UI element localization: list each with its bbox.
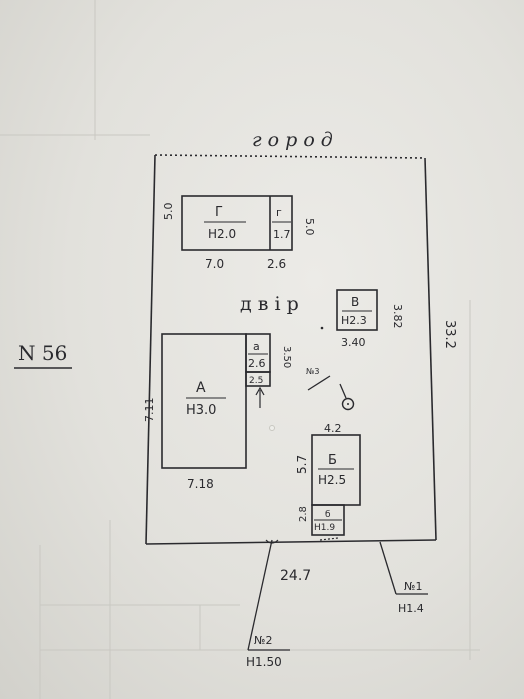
- building-g-small-letter: г: [276, 206, 282, 219]
- annex-a1-code: 2.5: [249, 376, 263, 386]
- dot-marker: [320, 326, 324, 330]
- building-b: 4.2 5.7 Б Н2.5 б Н1.9 2.8: [295, 422, 361, 541]
- yard-label: д в і р: [240, 293, 299, 315]
- building-v-length: 3.40: [341, 336, 366, 349]
- building-g-small-length: 2.6: [267, 257, 286, 271]
- annex-b-letter: б: [325, 510, 331, 520]
- building-g-length: 7.0: [205, 257, 224, 271]
- point-1-label: №1: [404, 580, 422, 593]
- point-2-code: Н1.50: [246, 655, 282, 669]
- building-g-width: 5.0: [162, 203, 175, 221]
- building-g: Г Н2.0 7.0 5.0 г 1.7 2.6 5.0: [162, 195, 316, 271]
- annex-a-letter: а: [253, 340, 260, 353]
- building-b-code: Н2.5: [318, 473, 346, 487]
- annex-b-width: 2.8: [298, 506, 309, 522]
- sheet-number: N 56: [18, 341, 67, 365]
- paper-mark: [269, 425, 275, 431]
- building-g-small-code: 1.7: [273, 228, 291, 241]
- point-2-label: №2: [254, 634, 272, 647]
- building-v-letter: В: [351, 295, 359, 309]
- building-v-code: Н2.3: [341, 314, 367, 327]
- building-g-code: Н2.0: [208, 227, 236, 241]
- front-width-label: 24.7: [280, 568, 311, 584]
- building-v: В Н2.3 3.40 3.82: [336, 289, 404, 349]
- right-depth-label: 33.2: [442, 320, 457, 349]
- building-v-width: 3.82: [391, 304, 404, 329]
- annex-a-width: 3.50: [281, 346, 292, 368]
- annex-b-code: Н1.9: [314, 523, 335, 533]
- well-label: №3: [306, 367, 319, 376]
- garden-label: г о р о д: [252, 129, 333, 151]
- plot-boundary: [145, 154, 437, 545]
- left-depth-label: 7.11: [143, 398, 156, 423]
- building-b-width: 5.7: [295, 455, 309, 474]
- building-a-length: 7.18: [187, 477, 214, 491]
- building-g-letter: Г: [215, 205, 223, 220]
- measure-point-2: №2 Н1.50: [246, 539, 290, 669]
- annex-a-code: 2.6: [248, 357, 266, 370]
- building-b-length: 4.2: [324, 422, 342, 435]
- well: №3: [306, 367, 355, 411]
- building-g-small-width: 5.0: [303, 218, 316, 236]
- building-a-code: Н3.0: [186, 403, 216, 418]
- building-a-letter: А: [196, 380, 206, 396]
- building-b-letter: Б: [328, 453, 337, 468]
- point-1-code: Н1.4: [398, 602, 424, 615]
- measure-point-1: №1 Н1.4: [379, 541, 428, 615]
- building-a: А Н3.0 7.18 а 2.6 3.50 2.5: [161, 333, 292, 491]
